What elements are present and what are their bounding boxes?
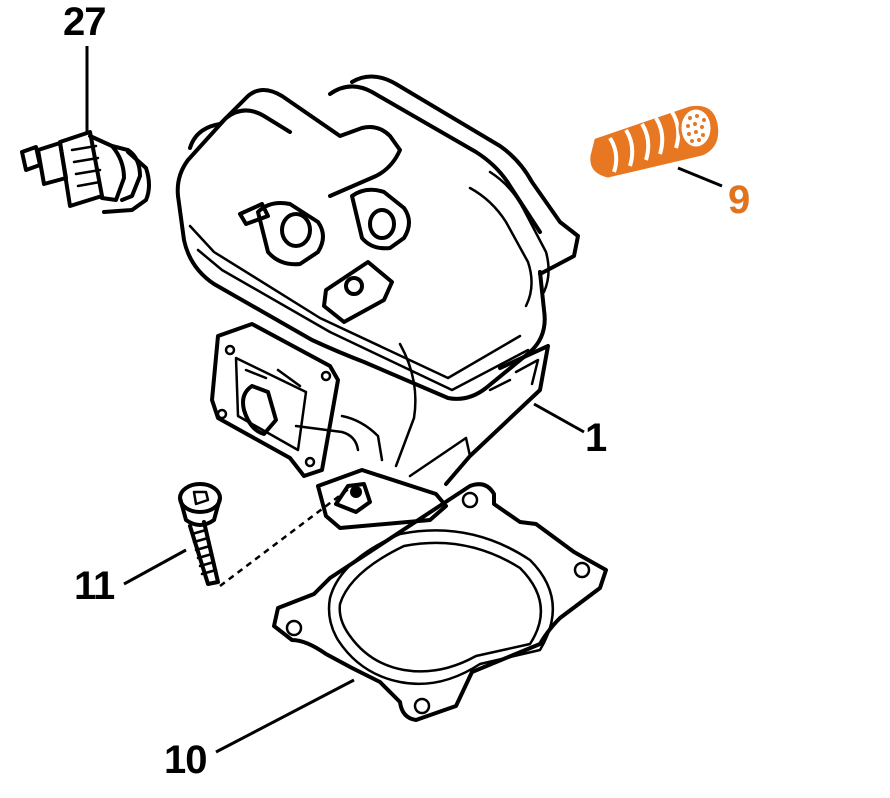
callout-27: 27: [63, 0, 106, 44]
callout-10: 10: [164, 738, 207, 782]
leader-line-11: [123, 548, 187, 586]
filter-part[interactable]: [590, 105, 719, 178]
callout-9: 9: [728, 178, 750, 222]
leader-line-1: [533, 402, 585, 434]
spark-plug-part[interactable]: [20, 130, 151, 214]
callout-11: 11: [74, 564, 115, 608]
callout-1: 1: [585, 416, 607, 460]
install-path-line: [219, 487, 351, 587]
screw-part[interactable]: [178, 482, 222, 586]
leader-line-9: [677, 166, 723, 188]
leader-line-10: [215, 678, 355, 754]
cylinder-part[interactable]: [175, 74, 580, 530]
gasket-part[interactable]: [272, 482, 608, 722]
